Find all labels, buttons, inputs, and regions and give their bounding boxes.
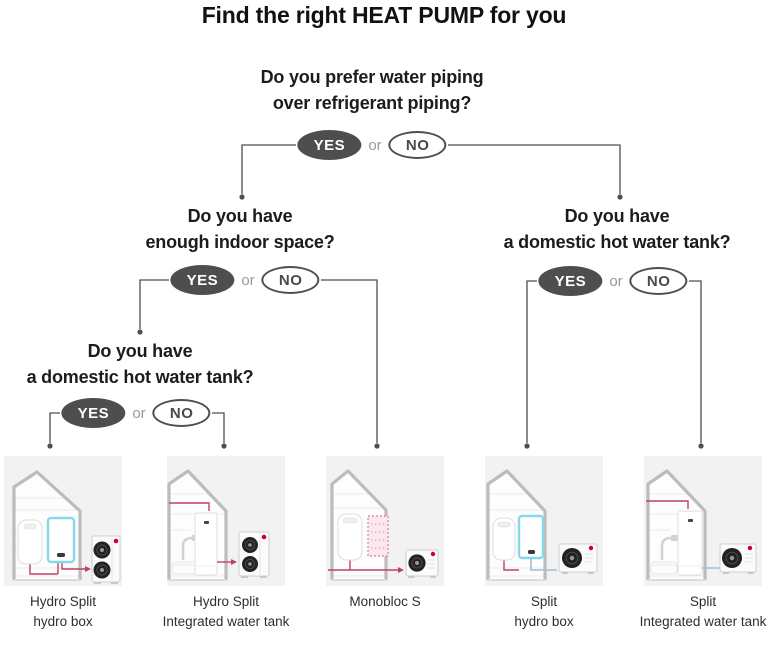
connector-q4-no-to-hydro-split-iwt	[212, 412, 225, 443]
refrigerant-piping-blue	[530, 558, 557, 571]
product-label-hydro-split-integrated-water-tank: Hydro Split Integrated water tank	[162, 594, 290, 629]
product-illustration	[646, 469, 757, 581]
integrated-tank-unit-icon	[677, 510, 703, 576]
or-label: or	[368, 136, 382, 154]
page-title: Find the right HEAT PUMP for you	[201, 2, 567, 28]
water-tank-icon	[492, 517, 516, 561]
q3-yes-button[interactable]: YES	[538, 266, 603, 296]
q1-yes-button[interactable]: YES	[297, 130, 362, 160]
product-illustration	[486, 469, 598, 581]
brick-pattern	[333, 493, 384, 577]
choice-group-q3: YES or NO	[538, 266, 688, 296]
or-label: or	[609, 272, 623, 290]
question-indoor-space: Do you have enough indoor space?	[145, 206, 335, 252]
lg-logo-dot	[261, 534, 267, 540]
water-piping-red	[169, 502, 210, 511]
water-piping-red	[29, 562, 85, 575]
q4-yes-button[interactable]: YES	[61, 398, 126, 428]
question-hot-water-tank-right: Do you have a domestic hot water tank?	[503, 206, 731, 252]
pipe-arrow	[85, 566, 91, 572]
water-piping-red	[503, 560, 519, 571]
lg-logo-dot	[113, 538, 119, 544]
lg-logo-dot	[588, 545, 594, 551]
product-image-split-hydro-box	[485, 456, 603, 586]
product-image-hydro-split-integrated-water-tank	[167, 456, 285, 586]
house-icon	[12, 470, 82, 580]
connector-q4-yes-to-hydro-split-hydro-box	[49, 412, 60, 443]
lg-logo-dot	[747, 545, 753, 551]
outdoor-unit-icon	[558, 543, 598, 574]
q3-no-button[interactable]: NO	[629, 267, 688, 295]
brick-pattern	[15, 497, 78, 577]
q4-no-button[interactable]: NO	[152, 399, 211, 427]
house-icon	[486, 469, 547, 580]
or-label: or	[241, 271, 255, 289]
pipe-arrow	[398, 567, 404, 573]
q2-yes-button[interactable]: YES	[170, 265, 235, 295]
product-label-split-integrated-water-tank: Split Integrated water tank	[639, 594, 767, 629]
water-piping-red	[328, 560, 398, 571]
house-icon	[167, 469, 228, 580]
product-label-hydro-split-hydro-box: Hydro Split hydro box	[29, 594, 97, 629]
product-label-split-hydro-box: Split hydro box	[514, 594, 574, 629]
water-piping-red	[646, 500, 689, 509]
bathtub-icon	[650, 561, 678, 575]
connector-q1-yes-to-q2	[241, 144, 296, 194]
product-image-monobloc-s	[326, 456, 444, 586]
product-image-hydro-split-hydro-box	[4, 456, 122, 586]
choice-group-q4: YES or NO	[61, 398, 211, 428]
connector-q2-yes-to-q4	[139, 279, 169, 329]
connector-q2-no-to-monobloc	[321, 279, 378, 443]
pipe-arrow	[231, 559, 237, 565]
question-water-vs-refrigerant: Do you prefer water piping over refriger…	[260, 67, 484, 113]
choice-group-q2: YES or NO	[170, 265, 320, 295]
house-icon	[646, 469, 707, 580]
shower-icon	[660, 535, 679, 560]
choice-group-q1: YES or NO	[297, 130, 447, 160]
question-hot-water-tank-left: Do you have a domestic hot water tank?	[26, 341, 254, 387]
product-illustration	[167, 469, 270, 581]
outdoor-unit-icon	[91, 535, 121, 584]
brick-pattern	[489, 493, 543, 577]
hydro-box-icon	[517, 514, 545, 560]
connector-q3-no-to-split-iwt	[689, 280, 702, 443]
product-illustration	[328, 469, 439, 581]
connector-q1-no-to-q3	[448, 144, 621, 194]
hydro-box-icon	[46, 516, 76, 564]
lg-logo-dot	[430, 551, 436, 557]
q2-no-button[interactable]: NO	[261, 266, 320, 294]
connector-q3-yes-to-split-hydro-box	[526, 280, 537, 443]
product-illustration	[12, 470, 121, 584]
q1-no-button[interactable]: NO	[388, 131, 447, 159]
product-label-monobloc-s: Monobloc S	[349, 594, 421, 609]
water-tank-icon	[337, 513, 363, 561]
radiator-icon	[367, 515, 389, 557]
outdoor-unit-icon	[238, 531, 270, 578]
product-image-split-integrated-water-tank	[644, 456, 762, 586]
integrated-tank-unit-icon	[194, 512, 218, 576]
connector-end-dots	[47, 194, 704, 449]
or-label: or	[132, 404, 146, 422]
brick-pattern	[649, 493, 704, 577]
outdoor-unit-icon	[405, 549, 439, 578]
water-tank-icon	[17, 519, 43, 565]
outdoor-unit-icon	[719, 543, 757, 574]
bathtub-icon	[171, 561, 199, 575]
